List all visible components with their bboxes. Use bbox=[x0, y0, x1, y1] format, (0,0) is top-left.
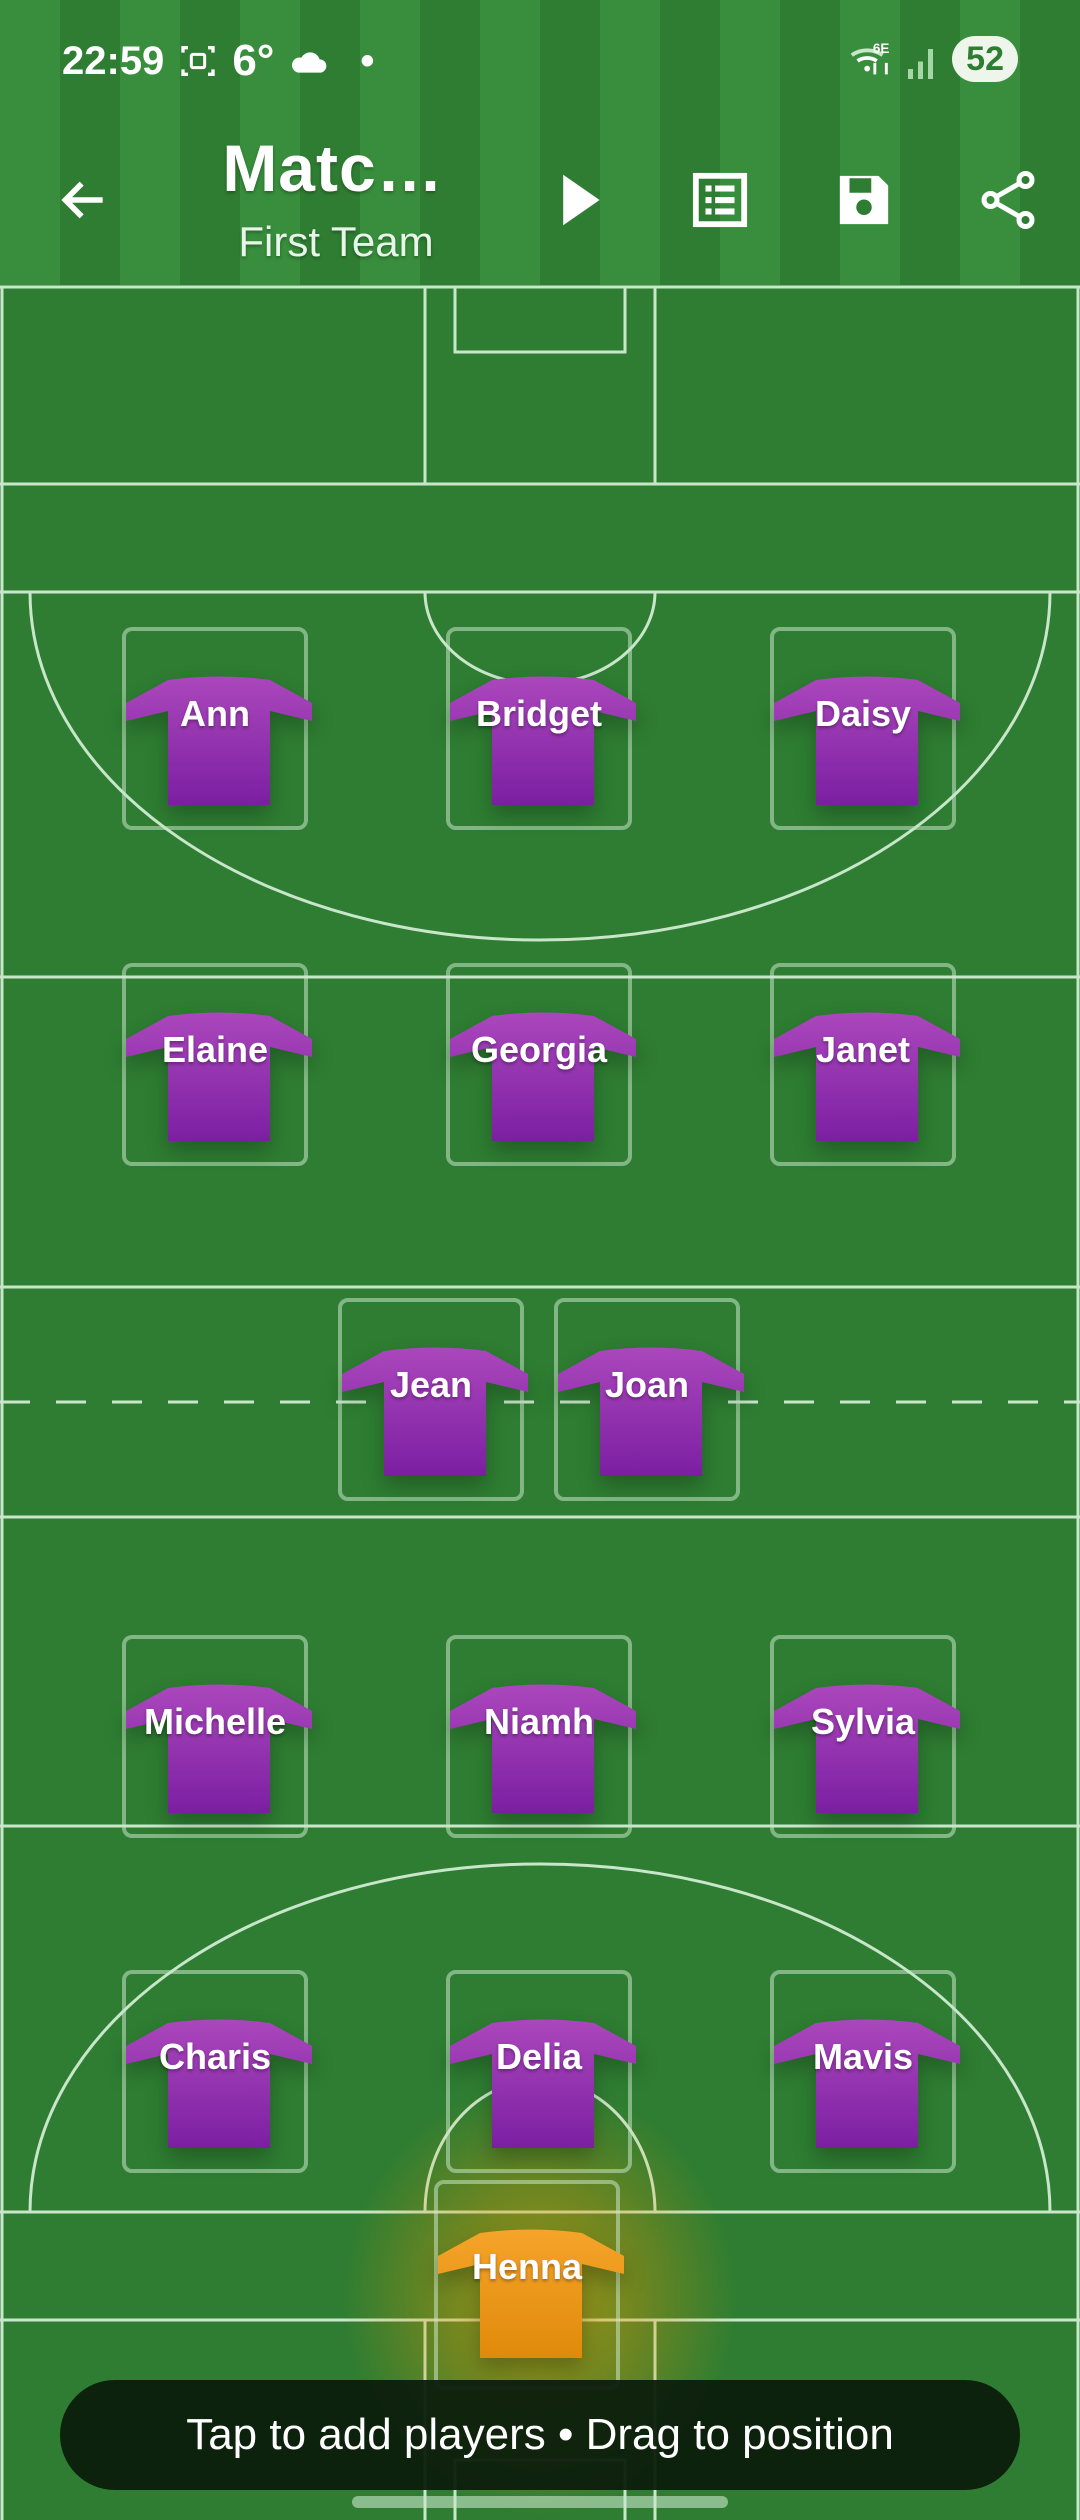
svg-text:6E: 6E bbox=[873, 41, 889, 56]
shirt-icon bbox=[126, 2019, 312, 2148]
shirt-icon bbox=[774, 1012, 960, 1141]
player-card-niamh[interactable]: Niamh bbox=[446, 1635, 636, 1838]
player-card-joan[interactable]: Joan bbox=[554, 1298, 744, 1501]
player-card-charis[interactable]: Charis bbox=[122, 1970, 312, 2173]
status-bar-right: 6E 52 bbox=[848, 36, 1018, 82]
list-icon bbox=[692, 172, 748, 228]
shirt-icon bbox=[126, 676, 312, 805]
player-name: Daisy bbox=[814, 693, 912, 734]
wifi-icon: 6E bbox=[850, 41, 890, 75]
player-name: Henna bbox=[471, 2246, 583, 2287]
play-button[interactable] bbox=[540, 160, 620, 240]
player-name: Sylvia bbox=[810, 1701, 916, 1742]
player-card-henna[interactable]: Henna bbox=[434, 2180, 624, 2390]
hint-message: Tap to add players • Drag to position bbox=[186, 2410, 894, 2459]
clock: 22:59 bbox=[62, 38, 165, 83]
shirt-icon bbox=[126, 1684, 312, 1813]
save-button[interactable] bbox=[824, 160, 904, 240]
shirt-icon bbox=[450, 1012, 636, 1141]
player-name: Joan bbox=[604, 1364, 690, 1405]
shirt-icon bbox=[774, 676, 960, 805]
player-card-mavis[interactable]: Mavis bbox=[770, 1970, 960, 2173]
shirt-icon bbox=[774, 2019, 960, 2148]
top-bar: 22:59 6° • 6E 52 Matc… First Team bbox=[0, 0, 1080, 285]
player-card-michelle[interactable]: Michelle bbox=[122, 1635, 312, 1838]
shirt-icon bbox=[774, 1684, 960, 1813]
player-card-bridget[interactable]: Bridget bbox=[446, 627, 636, 830]
player-card-janet[interactable]: Janet bbox=[770, 963, 960, 1166]
player-name: Mavis bbox=[812, 2036, 914, 2077]
player-name: Niamh bbox=[483, 1701, 595, 1742]
shirt-icon bbox=[438, 2229, 624, 2358]
battery-indicator: 52 bbox=[952, 36, 1018, 82]
page-subtitle: First Team bbox=[238, 218, 434, 265]
page-title: Matc… bbox=[222, 131, 444, 205]
shirt-icon bbox=[450, 676, 636, 805]
player-name: Elaine bbox=[161, 1029, 269, 1070]
shirt-icon bbox=[558, 1347, 744, 1476]
player-name: Delia bbox=[495, 2036, 583, 2077]
share-icon bbox=[981, 171, 1035, 229]
arrow-left-icon bbox=[61, 181, 103, 219]
player-name: Charis bbox=[158, 2036, 272, 2077]
shirt-icon bbox=[342, 1347, 528, 1476]
cloud-icon bbox=[292, 52, 327, 73]
screenshot-icon bbox=[181, 46, 215, 76]
player-name: Michelle bbox=[143, 1701, 287, 1742]
status-bar-left: 22:59 6° • bbox=[62, 36, 374, 86]
hint-toast: Tap to add players • Drag to position bbox=[60, 2380, 1020, 2490]
player-name: Janet bbox=[815, 1029, 911, 1070]
back-button[interactable] bbox=[44, 160, 124, 240]
player-card-georgia[interactable]: Georgia bbox=[446, 963, 636, 1166]
player-card-jean[interactable]: Jean bbox=[338, 1298, 528, 1501]
player-card-daisy[interactable]: Daisy bbox=[770, 627, 960, 830]
notification-dot: • bbox=[360, 38, 375, 83]
gesture-bar[interactable] bbox=[352, 2496, 728, 2508]
signal-icon bbox=[908, 49, 934, 79]
player-card-elaine[interactable]: Elaine bbox=[122, 963, 312, 1166]
player-name: Bridget bbox=[476, 693, 602, 734]
shirt-icon bbox=[126, 1012, 312, 1141]
temperature: 6° bbox=[232, 36, 275, 85]
player-name: Jean bbox=[389, 1364, 473, 1405]
player-name: Georgia bbox=[470, 1029, 608, 1070]
shirt-icon bbox=[450, 1684, 636, 1813]
player-card-ann[interactable]: Ann bbox=[122, 627, 312, 830]
save-icon bbox=[839, 175, 889, 225]
player-card-delia[interactable]: Delia bbox=[446, 1970, 636, 2173]
player-card-sylvia[interactable]: Sylvia bbox=[770, 1635, 960, 1838]
share-button[interactable] bbox=[968, 160, 1048, 240]
list-button[interactable] bbox=[680, 160, 760, 240]
shirt-icon bbox=[450, 2019, 636, 2148]
play-icon bbox=[563, 174, 600, 226]
player-name: Ann bbox=[180, 693, 250, 734]
